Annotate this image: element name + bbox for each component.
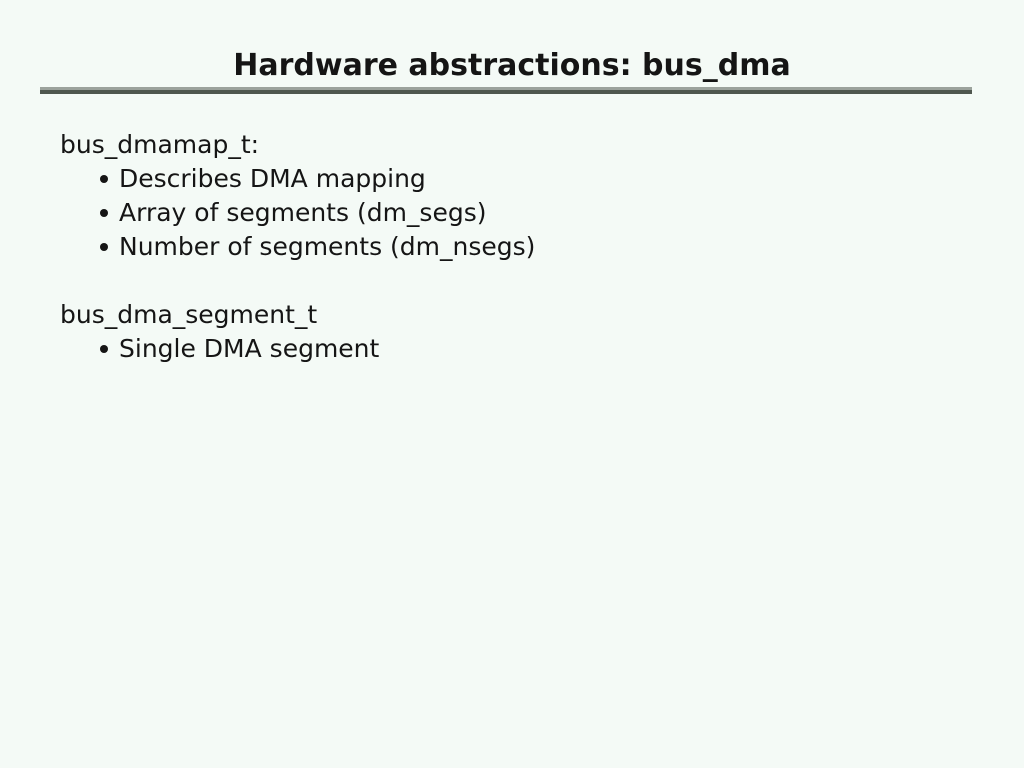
bullet-list: Describes DMA mapping Array of segments … <box>60 162 994 264</box>
slide-content: bus_dmamap_t: Describes DMA mapping Arra… <box>60 128 994 366</box>
section: bus_dmamap_t: Describes DMA mapping Arra… <box>60 128 994 264</box>
title-divider <box>40 87 972 94</box>
bullet-item: Describes DMA mapping <box>100 162 994 196</box>
bullet-icon <box>100 209 108 217</box>
slide: Hardware abstractions: bus_dma bus_dmama… <box>0 48 1024 768</box>
slide-title: Hardware abstractions: bus_dma <box>233 48 791 83</box>
bullet-icon <box>100 243 108 251</box>
bullet-text: Describes DMA mapping <box>119 164 426 193</box>
bullet-list: Single DMA segment <box>60 332 994 366</box>
sections: bus_dmamap_t: Describes DMA mapping Arra… <box>60 128 994 366</box>
bullet-item: Array of segments (dm_segs) <box>100 196 994 230</box>
bullet-item: Number of segments (dm_nsegs) <box>100 230 994 264</box>
section-heading: bus_dma_segment_t <box>60 300 318 329</box>
bullet-text: Array of segments (dm_segs) <box>119 198 487 227</box>
bullet-text: Number of segments (dm_nsegs) <box>119 232 536 261</box>
bullet-icon <box>100 175 108 183</box>
bullet-item: Single DMA segment <box>100 332 994 366</box>
bullet-icon <box>100 345 108 353</box>
bullet-text: Single DMA segment <box>119 334 380 363</box>
section: bus_dma_segment_t Single DMA segment <box>60 298 994 366</box>
section-heading: bus_dmamap_t: <box>60 130 260 159</box>
